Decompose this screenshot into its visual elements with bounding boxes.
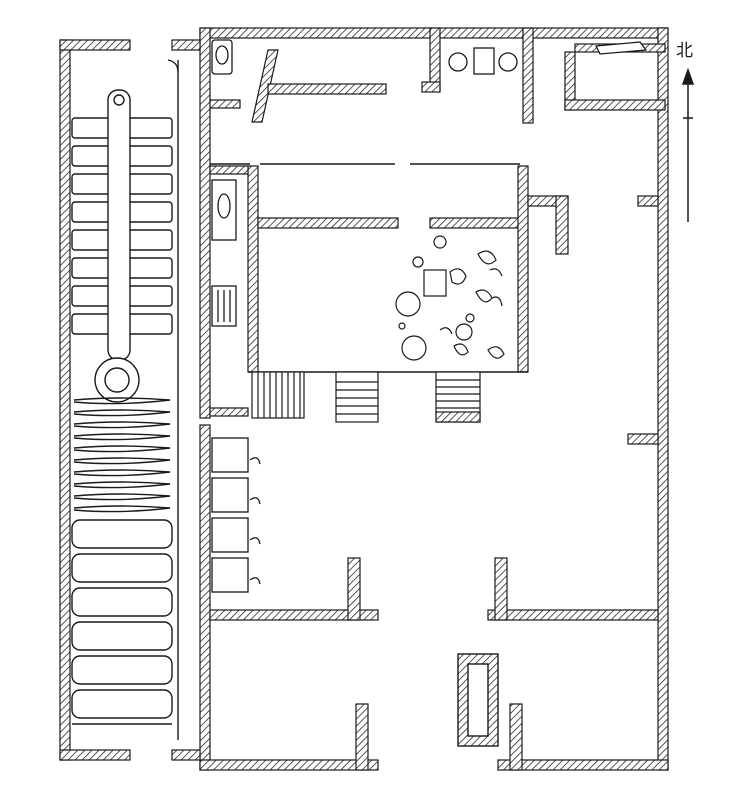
wall-west-wing-south-stub bbox=[171, 749, 201, 761]
wall-north-stub-2 bbox=[522, 27, 534, 124]
storage-bins bbox=[211, 437, 261, 593]
wall-south-stub-left bbox=[355, 703, 369, 771]
west-wing-curve-top bbox=[167, 59, 179, 73]
wall-west-wing-north-stub bbox=[171, 39, 201, 51]
wall-mid-west-stub bbox=[347, 557, 361, 621]
wall-west-wing-south bbox=[59, 749, 131, 761]
north-fixtures bbox=[448, 41, 648, 75]
wall-south-left bbox=[199, 759, 379, 771]
wall-central-west bbox=[247, 165, 259, 373]
wall-south-stub-right bbox=[509, 703, 523, 771]
finds-cluster bbox=[395, 235, 505, 361]
wall-east-outer bbox=[657, 27, 669, 771]
wall-diagonal-nw bbox=[251, 49, 279, 123]
wall-mid-east-stub bbox=[494, 557, 508, 621]
wall-north-stub-1-return bbox=[421, 81, 441, 93]
wall-south-right bbox=[497, 759, 669, 771]
wall-central-east bbox=[517, 165, 529, 373]
stair-east bbox=[435, 371, 481, 423]
north-label: 北 bbox=[676, 41, 693, 61]
west-strip-features bbox=[211, 39, 261, 593]
kitchen-cabinet-1 bbox=[211, 179, 237, 241]
wall-central-inner-north-2 bbox=[429, 217, 523, 229]
wall-central-inner-north bbox=[257, 217, 399, 229]
coil-bands bbox=[73, 397, 171, 513]
walls bbox=[59, 27, 669, 771]
fixture-box-1 bbox=[473, 47, 495, 75]
altar-platform bbox=[457, 653, 499, 747]
trough-head-end bbox=[113, 94, 125, 106]
stair-middle bbox=[335, 371, 379, 423]
wall-kitchen-north bbox=[209, 165, 249, 175]
washbasin-2 bbox=[498, 52, 518, 72]
north-arrow-icon bbox=[681, 67, 695, 222]
wall-west-wing-west bbox=[59, 39, 71, 761]
long-trough bbox=[107, 89, 131, 361]
wall-east-niche bbox=[637, 195, 659, 207]
stair-west bbox=[251, 371, 305, 419]
wall-west-lower bbox=[199, 424, 211, 771]
wall-mid-east-south bbox=[487, 609, 659, 621]
wall-kitchen-south bbox=[209, 407, 249, 417]
wall-mid-west-south bbox=[209, 609, 379, 621]
elongated-boxes bbox=[71, 519, 173, 719]
staircases bbox=[251, 371, 481, 423]
washbasin-1 bbox=[448, 52, 468, 72]
nw-fixture-bowl bbox=[215, 45, 229, 65]
west-wing-features bbox=[71, 89, 173, 725]
kitchen-sink bbox=[217, 193, 231, 219]
wall-north-stub-1 bbox=[429, 27, 441, 91]
wall-nw-horizontal bbox=[267, 83, 387, 95]
ne-bench bbox=[594, 41, 648, 55]
wall-west-upper bbox=[199, 27, 211, 419]
wall-west-wing-north bbox=[59, 39, 131, 51]
round-vessel-inner bbox=[104, 367, 130, 393]
wall-central-east-spur-2 bbox=[555, 195, 569, 255]
wall-east-niche-2 bbox=[627, 433, 659, 445]
wall-ne-room-south bbox=[564, 99, 666, 111]
wall-nw-stub bbox=[209, 99, 241, 109]
